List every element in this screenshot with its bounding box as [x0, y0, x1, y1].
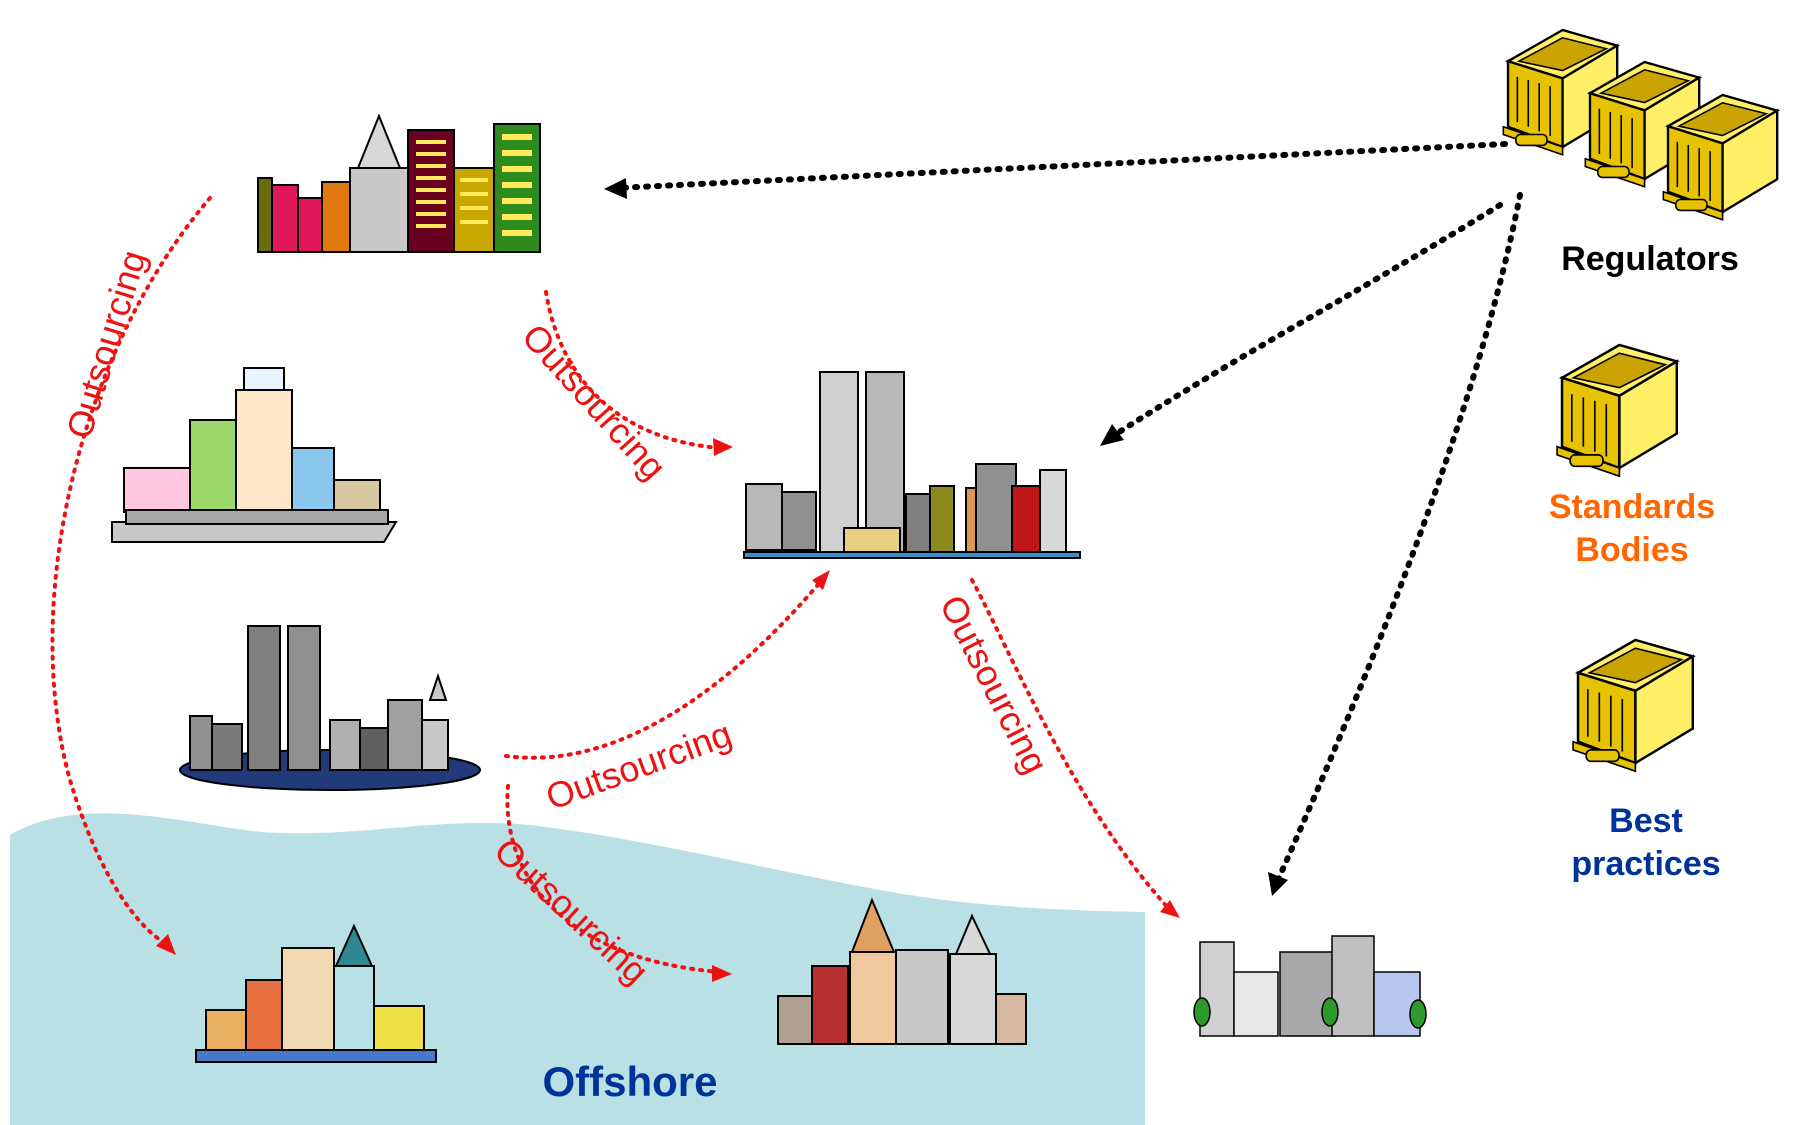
outsourcing-arrow-a-to-hub [544, 290, 722, 450]
old-town-icon [777, 897, 1027, 1045]
best-practices-label-line2: practices [1571, 845, 1720, 883]
standards-label-line1: Standards [1549, 488, 1715, 526]
regulators-label: Regulators [1561, 240, 1739, 278]
arrowhead [156, 934, 176, 955]
outsourcing-arrow-c-to-hub [504, 578, 824, 760]
institution-building-icon [1555, 343, 1679, 478]
outsourcing-arrow-a-to-offshore [50, 196, 212, 947]
side-labels: Regulators Standards Bodies Best practic… [542, 240, 1738, 1105]
arrowhead [604, 178, 627, 199]
regulator-arrow-to-hub [1107, 202, 1503, 441]
arrowhead [1100, 424, 1124, 446]
waterfront-town-icon [195, 923, 437, 1063]
offshore-label: Offshore [542, 1058, 717, 1105]
arrowhead [712, 965, 732, 982]
arrowhead [812, 570, 830, 590]
small-town-street-icon [111, 367, 398, 543]
twin-towers-harbor-icon [743, 371, 1081, 559]
best-practices-label-line1: Best [1609, 802, 1683, 840]
outsourcing-label: Outsourcing [514, 316, 674, 488]
institution-buildings-icon [1502, 28, 1779, 221]
colorful-skyline-icon [257, 113, 541, 253]
institution-building-icon [1571, 638, 1695, 773]
regulator-arrow-to-city-a [615, 141, 1508, 191]
outsourcing-label: Outsourcing [58, 246, 154, 444]
arrowhead [713, 438, 733, 456]
twin-towers-island-icon [179, 625, 481, 791]
outsourcing-arrow-c-to-offshore-b [505, 784, 722, 974]
outsourcing-label: Outsourcing [932, 589, 1057, 781]
regulator-arrow-to-office-park [1275, 192, 1523, 883]
arrowhead [1160, 900, 1180, 918]
arrowhead [1268, 872, 1288, 896]
outsourcing-arrows [50, 196, 1172, 974]
standards-label-line2: Bodies [1575, 531, 1688, 569]
regulator-arrows [615, 141, 1523, 883]
outsourcing-arrowheads [156, 438, 1180, 982]
regulator-arrowheads [604, 178, 1288, 896]
office-park-icon [1193, 935, 1427, 1037]
outsourcing-arrow-hub-to-office [970, 578, 1172, 912]
outsourcing-label: Outsourcing [541, 713, 737, 818]
